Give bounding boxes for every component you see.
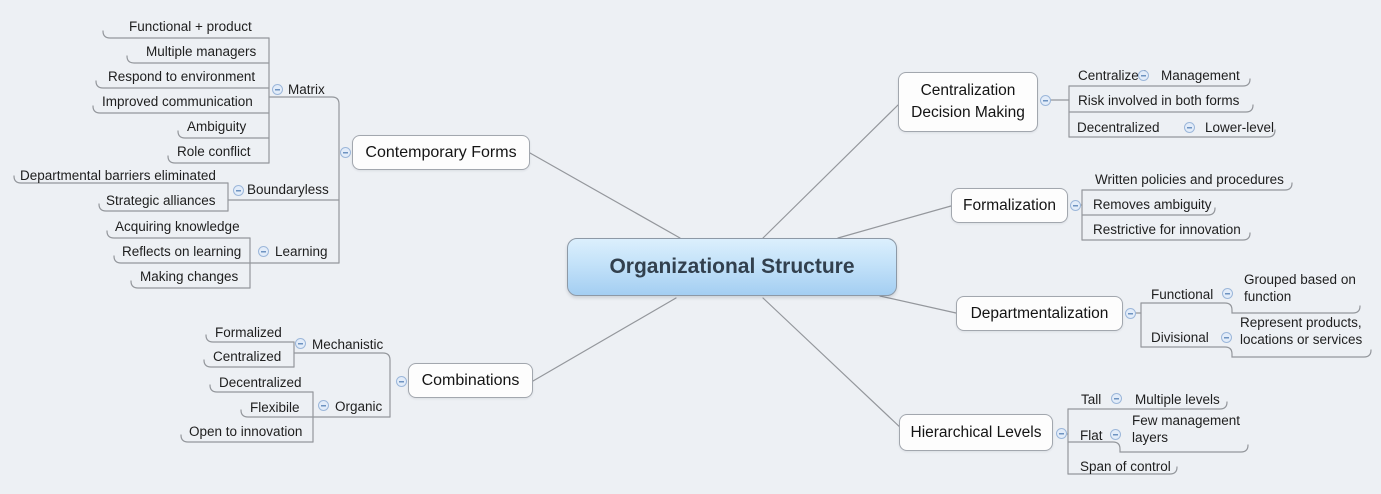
collapse-icon[interactable] <box>1184 122 1195 133</box>
topic-flat[interactable]: Flat <box>1080 428 1103 443</box>
topic-restrictive-for-innovation[interactable]: Restrictive for innovation <box>1093 222 1241 237</box>
leaf-role-conflict[interactable]: Role conflict <box>177 144 251 159</box>
topic-combinations[interactable]: Combinations <box>408 363 533 398</box>
leaf-departmental-barriers-eliminated[interactable]: Departmental barriers eliminated <box>20 168 216 183</box>
collapse-icon[interactable] <box>1222 288 1233 299</box>
leaf-formalized[interactable]: Formalized <box>215 325 282 340</box>
collapse-icon[interactable] <box>1221 332 1232 343</box>
collapse-icon[interactable] <box>1056 428 1067 439</box>
leaf-represent-products-locations-services[interactable]: Represent products, locations or service… <box>1240 315 1363 347</box>
topic-centralized[interactable]: Centralized <box>1078 68 1147 83</box>
topic-centralization-decision-making[interactable]: Centralization Decision Making <box>898 72 1038 132</box>
leaf-flexibile[interactable]: Flexibile <box>250 400 300 415</box>
topic-learning[interactable]: Learning <box>275 244 328 259</box>
topic-boundaryless[interactable]: Boundaryless <box>247 182 329 197</box>
topic-contemporary-forms[interactable]: Contemporary Forms <box>352 135 530 170</box>
leaf-few-management-layers[interactable]: Few management layers <box>1132 413 1241 445</box>
topic-risk-involved-in-both-forms[interactable]: Risk involved in both forms <box>1078 93 1240 108</box>
topic-decentralized[interactable]: Decentralized <box>1077 120 1160 135</box>
collapse-icon[interactable] <box>1110 429 1121 440</box>
collapse-icon[interactable] <box>1125 308 1136 319</box>
topic-functional[interactable]: Functional <box>1151 287 1214 302</box>
leaf-management[interactable]: Management <box>1161 68 1240 83</box>
leaf-lower-level[interactable]: Lower-level <box>1205 120 1275 135</box>
collapse-icon[interactable] <box>1040 95 1051 106</box>
topic-divisional[interactable]: Divisional <box>1151 330 1209 345</box>
leaf-functional-product[interactable]: Functional + product <box>129 19 252 34</box>
collapse-icon[interactable] <box>1111 393 1122 404</box>
topic-tall[interactable]: Tall <box>1081 392 1102 407</box>
topic-formalization[interactable]: Formalization <box>951 188 1068 223</box>
collapse-icon[interactable] <box>258 246 269 257</box>
collapse-icon[interactable] <box>1138 70 1149 81</box>
leaf-reflects-on-learning[interactable]: Reflects on learning <box>122 244 242 259</box>
collapse-icon[interactable] <box>340 147 351 158</box>
topic-removes-ambiguity[interactable]: Removes ambiguity <box>1093 197 1212 212</box>
leaf-decentralized[interactable]: Decentralized <box>219 375 302 390</box>
leaf-improved-communication[interactable]: Improved communication <box>102 94 253 109</box>
topic-organic[interactable]: Organic <box>335 399 383 414</box>
topic-mechanistic[interactable]: Mechanistic <box>312 337 384 352</box>
leaf-respond-to-environment[interactable]: Respond to environment <box>108 69 256 84</box>
collapse-icon[interactable] <box>318 400 329 411</box>
topic-span-of-control[interactable]: Span of control <box>1080 459 1171 474</box>
leaf-multiple-managers[interactable]: Multiple managers <box>146 44 257 59</box>
collapse-icon[interactable] <box>396 376 407 387</box>
collapse-icon[interactable] <box>272 84 283 95</box>
topic-written-policies-and-procedures[interactable]: Written policies and procedures <box>1095 172 1284 187</box>
leaf-open-to-innovation[interactable]: Open to innovation <box>189 424 303 439</box>
collapse-icon[interactable] <box>233 185 244 196</box>
collapse-icon[interactable] <box>295 338 306 349</box>
leaf-strategic-alliances[interactable]: Strategic alliances <box>106 193 216 208</box>
leaf-making-changes[interactable]: Making changes <box>140 269 239 284</box>
leaf-grouped-based-on-function[interactable]: Grouped based on function <box>1244 272 1356 304</box>
collapse-icon[interactable] <box>1070 200 1081 211</box>
topic-departmentalization[interactable]: Departmentalization <box>956 296 1123 331</box>
leaf-centralized[interactable]: Centralized <box>213 349 282 364</box>
leaf-multiple-levels[interactable]: Multiple levels <box>1135 392 1220 407</box>
leaf-acquiring-knowledge[interactable]: Acquiring knowledge <box>115 219 240 234</box>
topic-hierarchical-levels[interactable]: Hierarchical Levels <box>899 414 1053 451</box>
root-topic[interactable]: Organizational Structure <box>567 238 897 296</box>
topic-matrix[interactable]: Matrix <box>288 82 325 97</box>
leaf-ambiguity[interactable]: Ambiguity <box>187 119 247 134</box>
